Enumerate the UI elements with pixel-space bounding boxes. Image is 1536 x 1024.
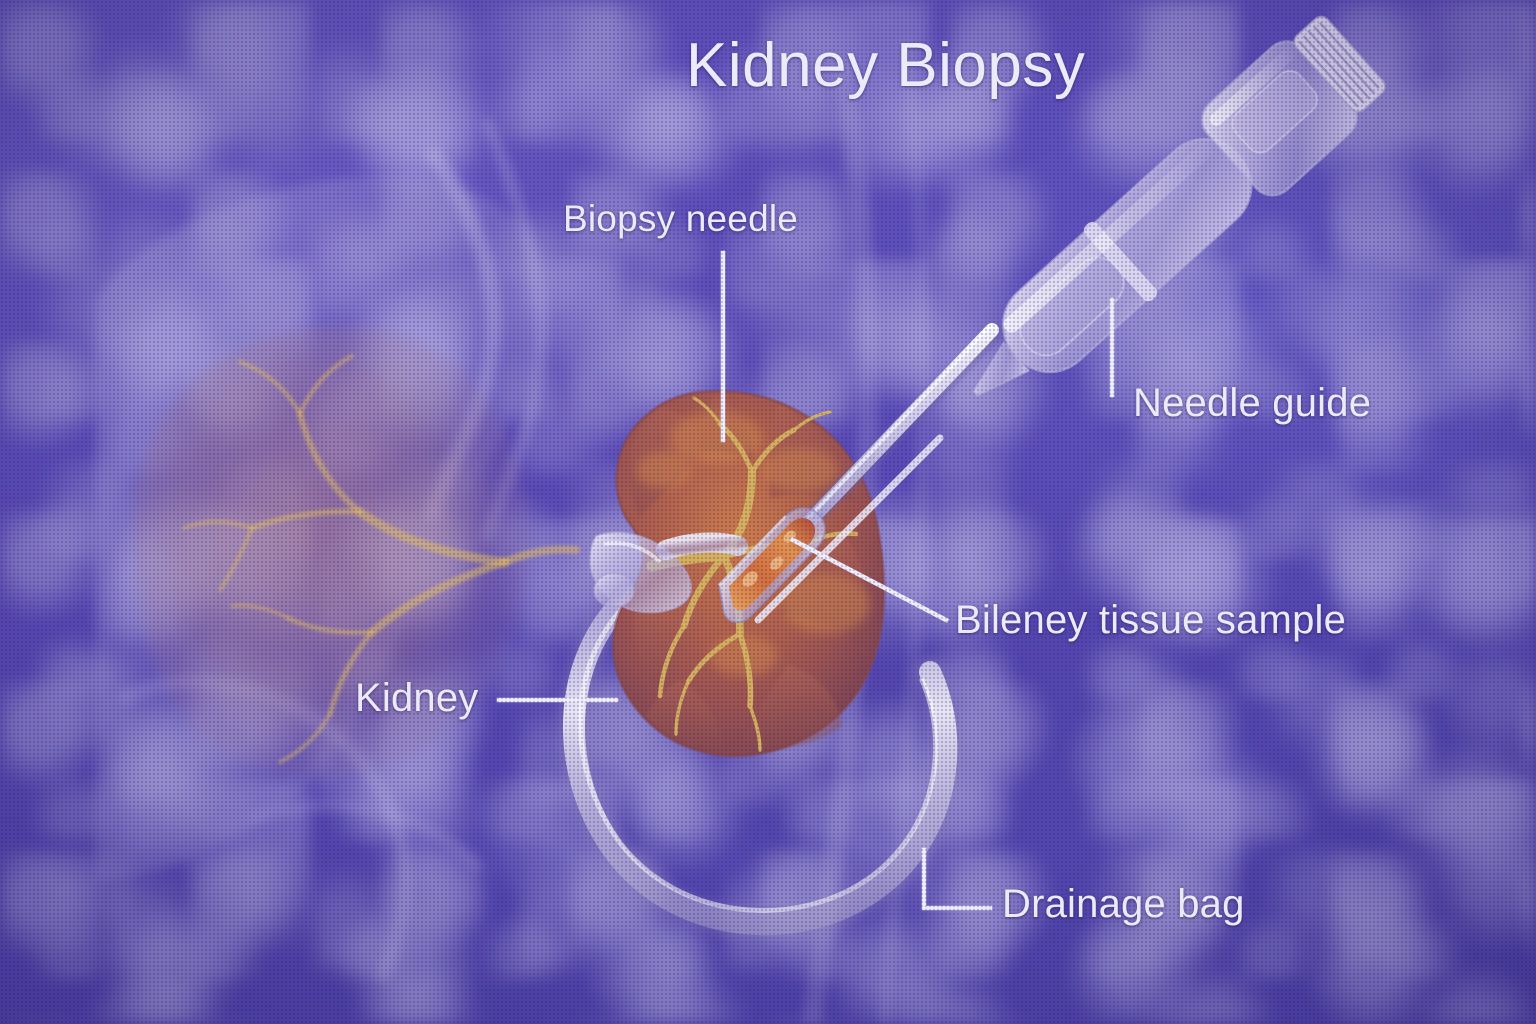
label-tissue-sample: Bileney tissue sample	[955, 598, 1347, 642]
label-drainage-bag: Drainage bag	[1002, 882, 1245, 926]
leader-lines	[496, 250, 1115, 911]
knurl-lines	[1298, 21, 1380, 108]
label-biopsy-needle: Biopsy needle	[563, 198, 799, 239]
hilum-connector	[588, 531, 748, 614]
page-title: Kidney Biopsy	[686, 31, 1086, 100]
ghost-vessel-tree	[182, 354, 580, 764]
leader-drainage-bag	[921, 847, 993, 911]
drainage-tube	[559, 581, 962, 940]
leader-tissue-sample	[789, 536, 950, 624]
ghost-kidney-left	[132, 326, 580, 780]
kidney-organ	[611, 389, 886, 758]
label-needle-guide: Needle guide	[1133, 381, 1372, 425]
biopsy-needle-device	[972, 15, 1387, 397]
label-kidney: Kidney	[355, 676, 479, 720]
